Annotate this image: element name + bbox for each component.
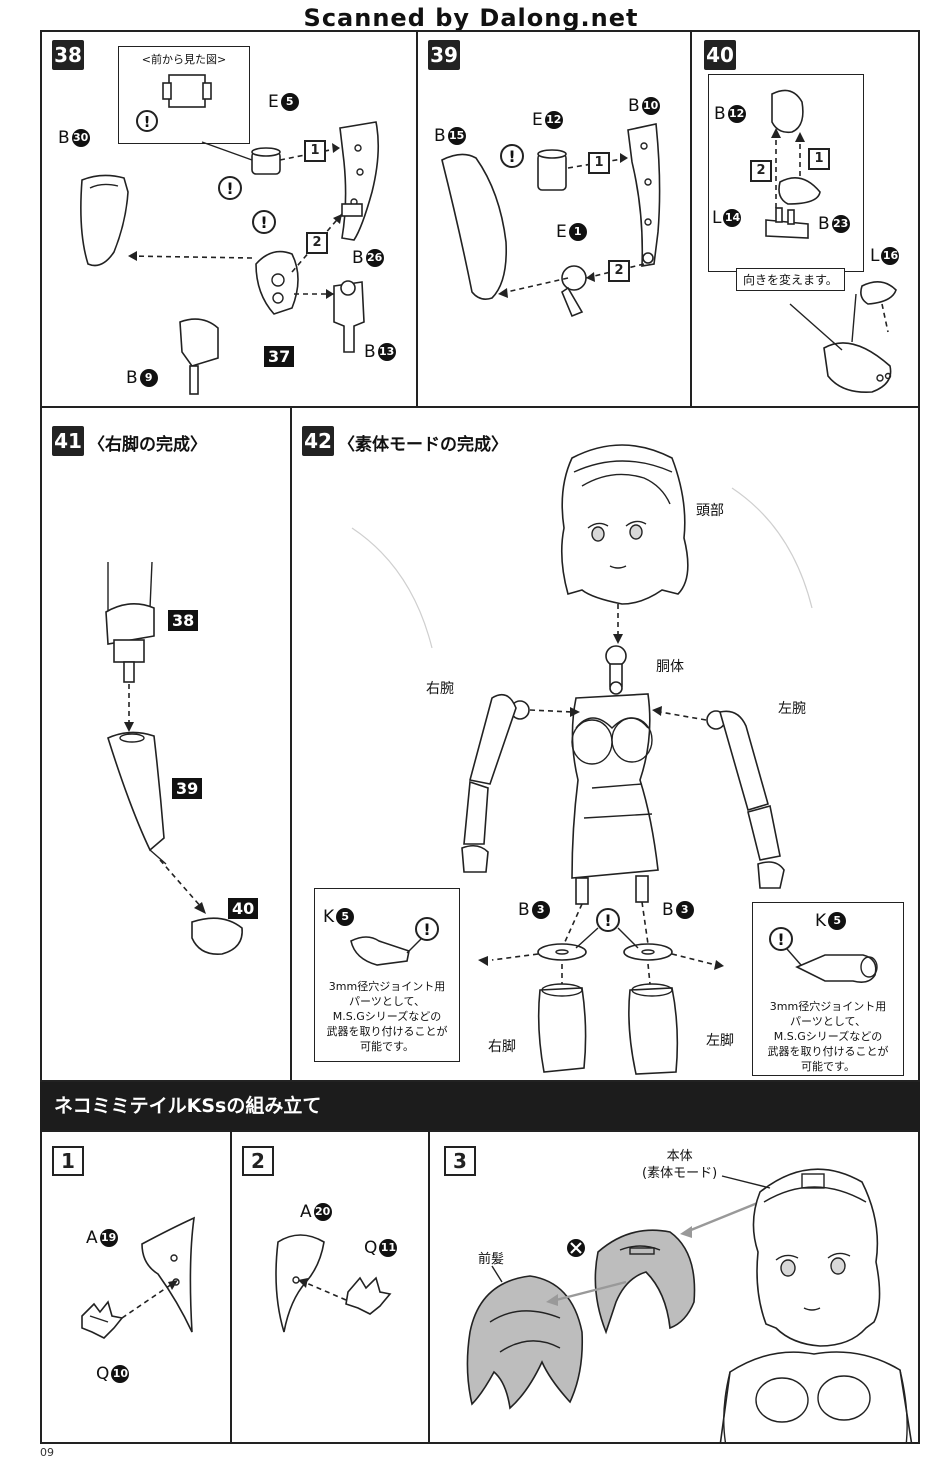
- sub-step-3-panel: 3 本体 (素体モード) 前髪: [428, 1130, 920, 1444]
- arrow-step-1: 1: [808, 148, 830, 170]
- ref-37: 37: [264, 346, 295, 367]
- page-number: 09: [40, 1446, 54, 1459]
- svg-text:!: !: [508, 147, 515, 166]
- step-42-drawing: !: [351, 444, 813, 1075]
- front-view-drawing: !: [136, 74, 212, 132]
- label-head: 頭部: [696, 503, 724, 519]
- step-title: 〈右脚の完成〉: [88, 435, 207, 455]
- step-number: 40: [704, 40, 736, 70]
- arrow-step-1: 1: [588, 152, 610, 174]
- front-view-inset: <前から見た図> !: [118, 46, 250, 144]
- ref-39: 39: [172, 778, 203, 799]
- label-right-leg: 右脚: [488, 1039, 516, 1055]
- label-torso: 胴体: [656, 659, 684, 675]
- ref-40: 40: [228, 898, 259, 919]
- ref-38: 38: [168, 610, 199, 631]
- step-42-panel: 42 〈素体モードの完成〉: [290, 406, 920, 1082]
- arrow-step-2: 2: [306, 232, 328, 254]
- svg-text:!: !: [260, 213, 267, 232]
- k5-note-left: 3mm径穴ジョイント用 パーツとして、 M.S.Gシリーズなどの 武器を取り付け…: [326, 980, 448, 1053]
- svg-text:!: !: [226, 179, 233, 198]
- section-title-bar: ネコミミテイルKSsの組み立て: [40, 1082, 920, 1130]
- step-41-panel: 41 〈右脚の完成〉 38 39 40: [40, 406, 292, 1082]
- step-number: 38: [52, 40, 84, 70]
- k5-right-drawing: !: [769, 927, 878, 983]
- svg-text:!: !: [604, 911, 611, 930]
- label-left-leg: 左脚: [706, 1033, 734, 1049]
- front-view-caption: <前から見た図>: [141, 53, 227, 66]
- step-number: 42: [302, 426, 334, 456]
- sub-step-2-drawing: [275, 1234, 392, 1333]
- label-body-mode: 本体 (素体モード): [642, 1149, 718, 1181]
- label-bangs: 前髪: [478, 1252, 505, 1267]
- arrow-step-2: 2: [608, 260, 630, 282]
- sub-step-3-drawing: [466, 1168, 913, 1442]
- step-number: 41: [52, 426, 84, 456]
- sub-step-1-drawing: [81, 1216, 195, 1339]
- svg-text:!: !: [423, 920, 430, 939]
- step-title: 〈素体モードの完成〉: [338, 435, 508, 455]
- arrow-step-1: 1: [304, 140, 326, 162]
- label-left-arm: 左腕: [778, 701, 806, 717]
- step-38-panel: 38 <前から見た図> !: [40, 30, 418, 408]
- label-right-arm: 右腕: [426, 681, 454, 697]
- step-number: 3: [444, 1146, 476, 1176]
- step-number: 39: [428, 40, 460, 70]
- svg-text:!: !: [144, 113, 151, 131]
- step-38-drawing: ! !: [80, 121, 380, 395]
- arrow-step-2: 2: [750, 160, 772, 182]
- step-number: 1: [52, 1146, 84, 1176]
- step-41-drawing: [105, 561, 243, 955]
- watermark: Scanned by Dalong.net: [303, 4, 639, 32]
- k5-note-right: 3mm径穴ジョイント用 パーツとして、 M.S.Gシリーズなどの 武器を取り付け…: [767, 1000, 889, 1073]
- step-39-drawing: !: [441, 123, 661, 318]
- turn-around-callout: 向きを変えます。: [736, 268, 845, 291]
- svg-text:!: !: [777, 930, 784, 949]
- step-40-drawing: [765, 89, 897, 393]
- k5-left-drawing: !: [350, 917, 439, 966]
- step-number: 2: [242, 1146, 274, 1176]
